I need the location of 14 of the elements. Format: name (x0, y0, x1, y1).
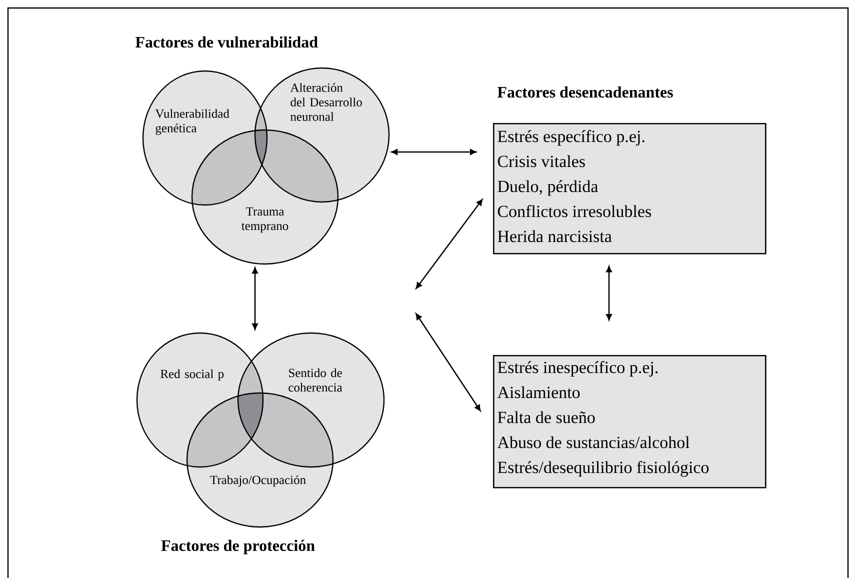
node-label: Herida narcisista (498, 230, 612, 242)
node-label: Estrés específico p.ej. (498, 130, 644, 146)
double-arrow (416, 313, 481, 412)
double-arrow (391, 149, 476, 155)
double-arrow (252, 267, 258, 330)
node-label: Duelo, pérdida (498, 180, 598, 196)
list-box: Estrés específico p.ej. Crisis vitales Duelo, pérdida Conflictos irresolubles Herida narcisista (493, 123, 766, 254)
double-arrow (606, 266, 612, 320)
list-box: Estrés inespecífico p.ej. Aislamiento Falta de sueño Abuso de sustancias/alcohol Estrés/desequilibrio fisiológico (493, 355, 766, 488)
heading: Factores desencadenantes (497, 86, 673, 98)
heading: Factores de vulnerabilidad (135, 36, 318, 48)
node-label: Crisis vitales (498, 155, 585, 168)
double-arrow (416, 199, 483, 289)
node-label: Conflictos irresolubles (498, 205, 652, 218)
